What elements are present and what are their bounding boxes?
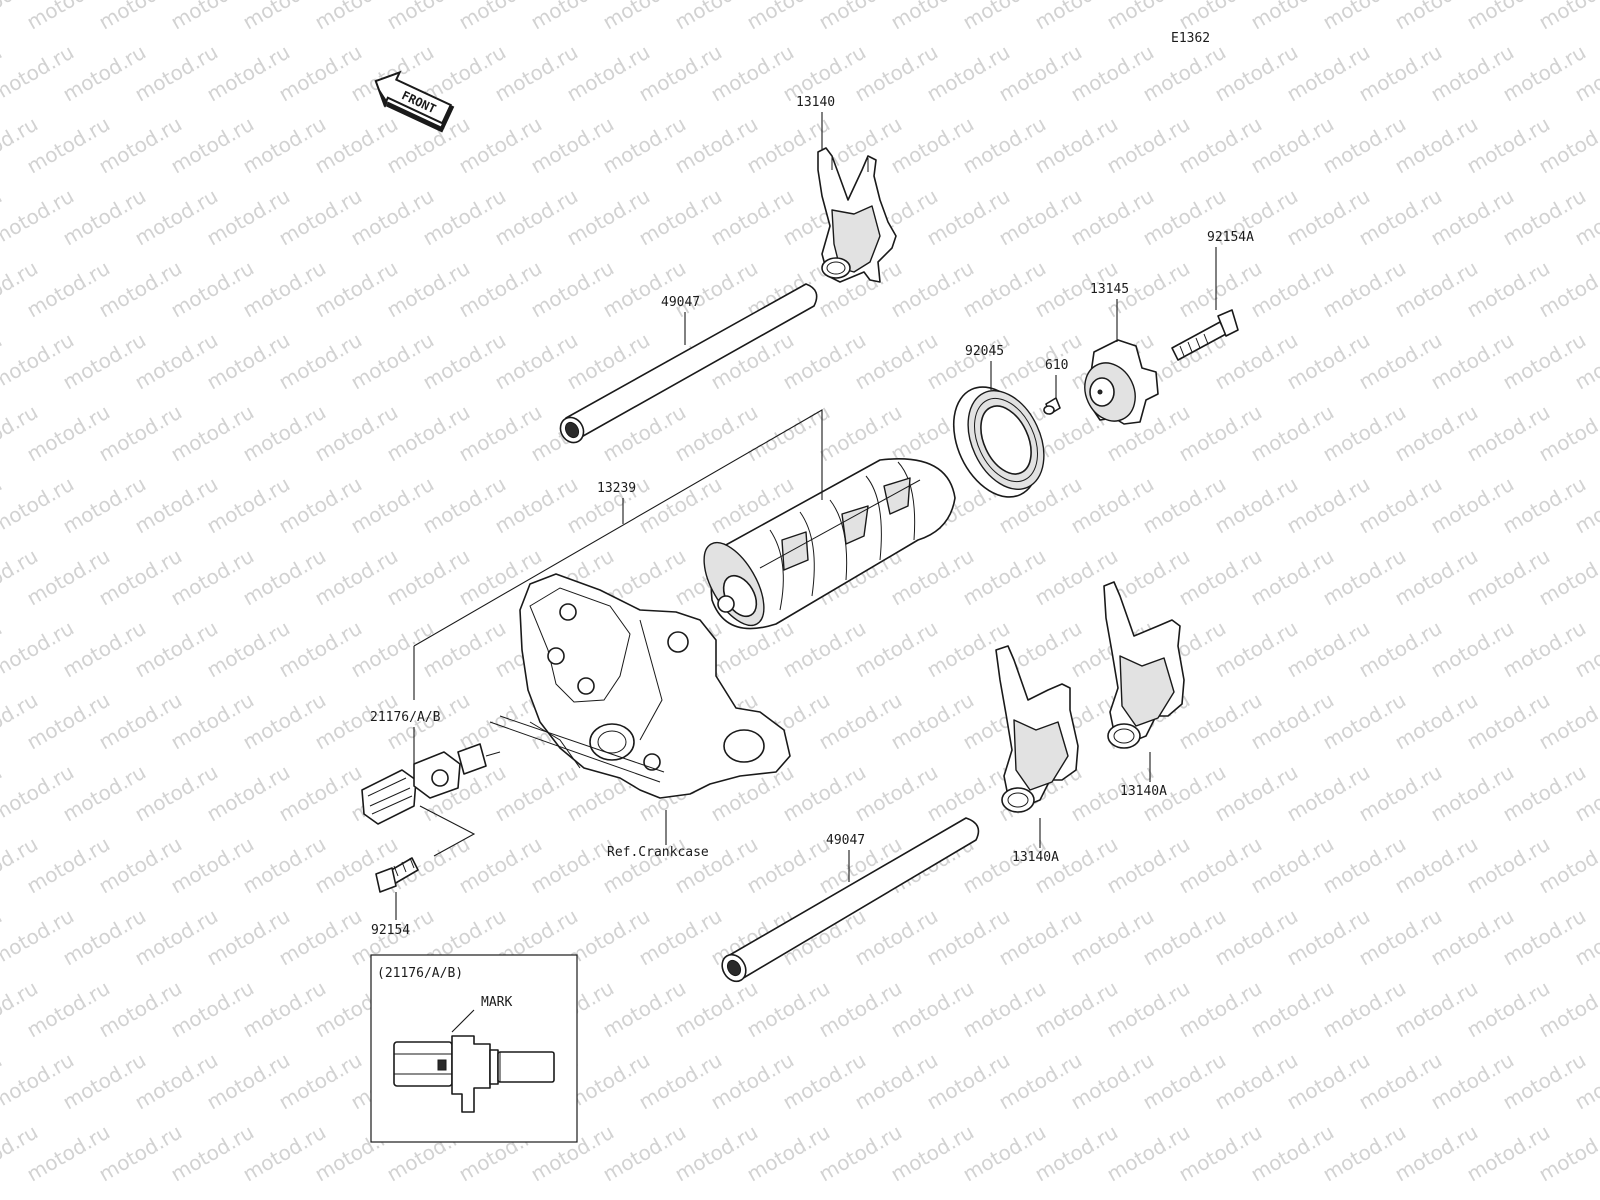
- part-label-92154: 92154: [371, 923, 410, 938]
- bolt-92154: [375, 857, 419, 893]
- fork-shaft-lower: [721, 817, 980, 983]
- inset-title: (21176/A/B): [377, 966, 463, 981]
- shift-fork-13140a-left: [995, 645, 1079, 813]
- shift-fork-13140: [817, 147, 897, 283]
- bolt-92154a: [1171, 309, 1239, 361]
- inset-mark-label: MARK: [481, 995, 512, 1010]
- watermark-text: motod.ru: [1535, 0, 1600, 34]
- part-label-21176: 21176/A/B: [370, 710, 441, 725]
- drum-cam: [1084, 339, 1159, 425]
- ref-crankcase-label: Ref.Crankcase: [607, 845, 709, 860]
- part-label-92154a: 92154A: [1207, 230, 1254, 245]
- shift-fork-13140a-right: [1103, 581, 1185, 749]
- sensor-inset: (21176/A/B) MARK: [370, 954, 578, 1143]
- part-label-13239: 13239: [597, 481, 636, 496]
- fork-shaft-upper: [559, 283, 818, 444]
- front-arrow-icon: FRONT: [374, 70, 455, 133]
- part-label-13145: 13145: [1090, 282, 1129, 297]
- inset-sensor-drawing: [393, 1035, 555, 1113]
- part-label-13140a-left: 13140A: [1012, 850, 1059, 865]
- part-label-610: 610: [1045, 358, 1068, 373]
- part-label-13140: 13140: [796, 95, 835, 110]
- diagram-code: E1362: [1171, 31, 1210, 46]
- bearing: [952, 386, 1045, 498]
- part-label-49047-lower: 49047: [826, 833, 865, 848]
- part-label-49047-upper: 49047: [661, 295, 700, 310]
- crankcase-reference: [489, 573, 791, 799]
- gear-sensor: [361, 743, 501, 825]
- part-label-13140a-right: 13140A: [1120, 784, 1167, 799]
- shift-drum: [703, 458, 956, 630]
- pin: [1043, 397, 1061, 415]
- part-label-92045: 92045: [965, 344, 1004, 359]
